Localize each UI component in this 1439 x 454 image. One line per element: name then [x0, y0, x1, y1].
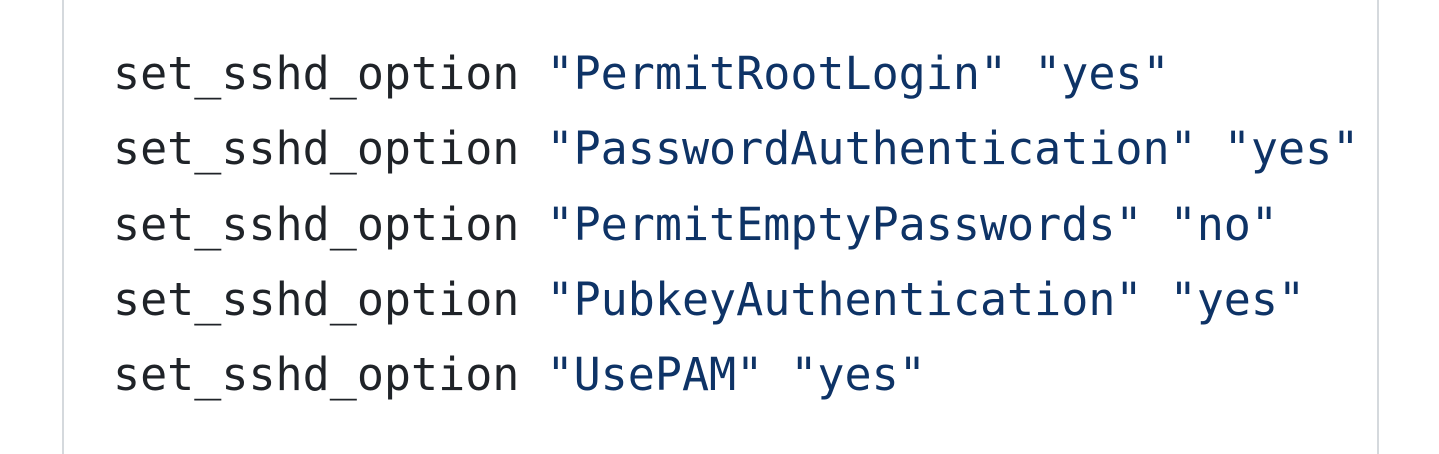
code-token-command: [1143, 273, 1170, 326]
code-token-string: "PermitRootLogin": [546, 47, 1008, 100]
code-token-string: "yes": [1169, 272, 1306, 326]
code-token-string: "yes": [790, 348, 926, 402]
code-line: set_sshd_option "PermitRootLogin" "yes": [113, 36, 1377, 111]
code-token-command: set_sshd_option: [113, 47, 547, 100]
code-token-command: set_sshd_option: [113, 348, 547, 402]
code-token-string: "PubkeyAuthentication": [546, 272, 1143, 326]
code-line: set_sshd_option "PermitEmptyPasswords" "…: [113, 187, 1377, 262]
content-panel: set_sshd_option "PermitRootLogin" "yes"s…: [62, 0, 1379, 454]
code-token-string: "yes": [1034, 47, 1170, 100]
code-token-string: "UsePAM": [546, 348, 764, 402]
code-line: set_sshd_option "PasswordAuthentication"…: [113, 111, 1377, 186]
code-block: set_sshd_option "PermitRootLogin" "yes"s…: [64, 0, 1377, 412]
code-token-command: [1197, 122, 1224, 175]
code-content: set_sshd_option "PermitRootLogin" "yes"s…: [113, 36, 1377, 412]
code-token-string: "PermitEmptyPasswords": [546, 197, 1143, 251]
code-token-command: [763, 348, 790, 401]
code-line: set_sshd_option "UsePAM" "yes": [113, 337, 1377, 412]
code-token-command: set_sshd_option: [113, 197, 547, 251]
code-token-command: set_sshd_option: [113, 272, 547, 326]
code-line: set_sshd_option "PubkeyAuthentication" "…: [113, 262, 1377, 337]
code-token-command: [1007, 47, 1034, 100]
code-token-string: "yes": [1223, 122, 1360, 176]
code-token-command: set_sshd_option: [113, 122, 547, 176]
code-token-string: "no": [1169, 197, 1278, 251]
code-token-command: [1143, 198, 1170, 251]
code-token-string: "PasswordAuthentication": [546, 122, 1197, 176]
